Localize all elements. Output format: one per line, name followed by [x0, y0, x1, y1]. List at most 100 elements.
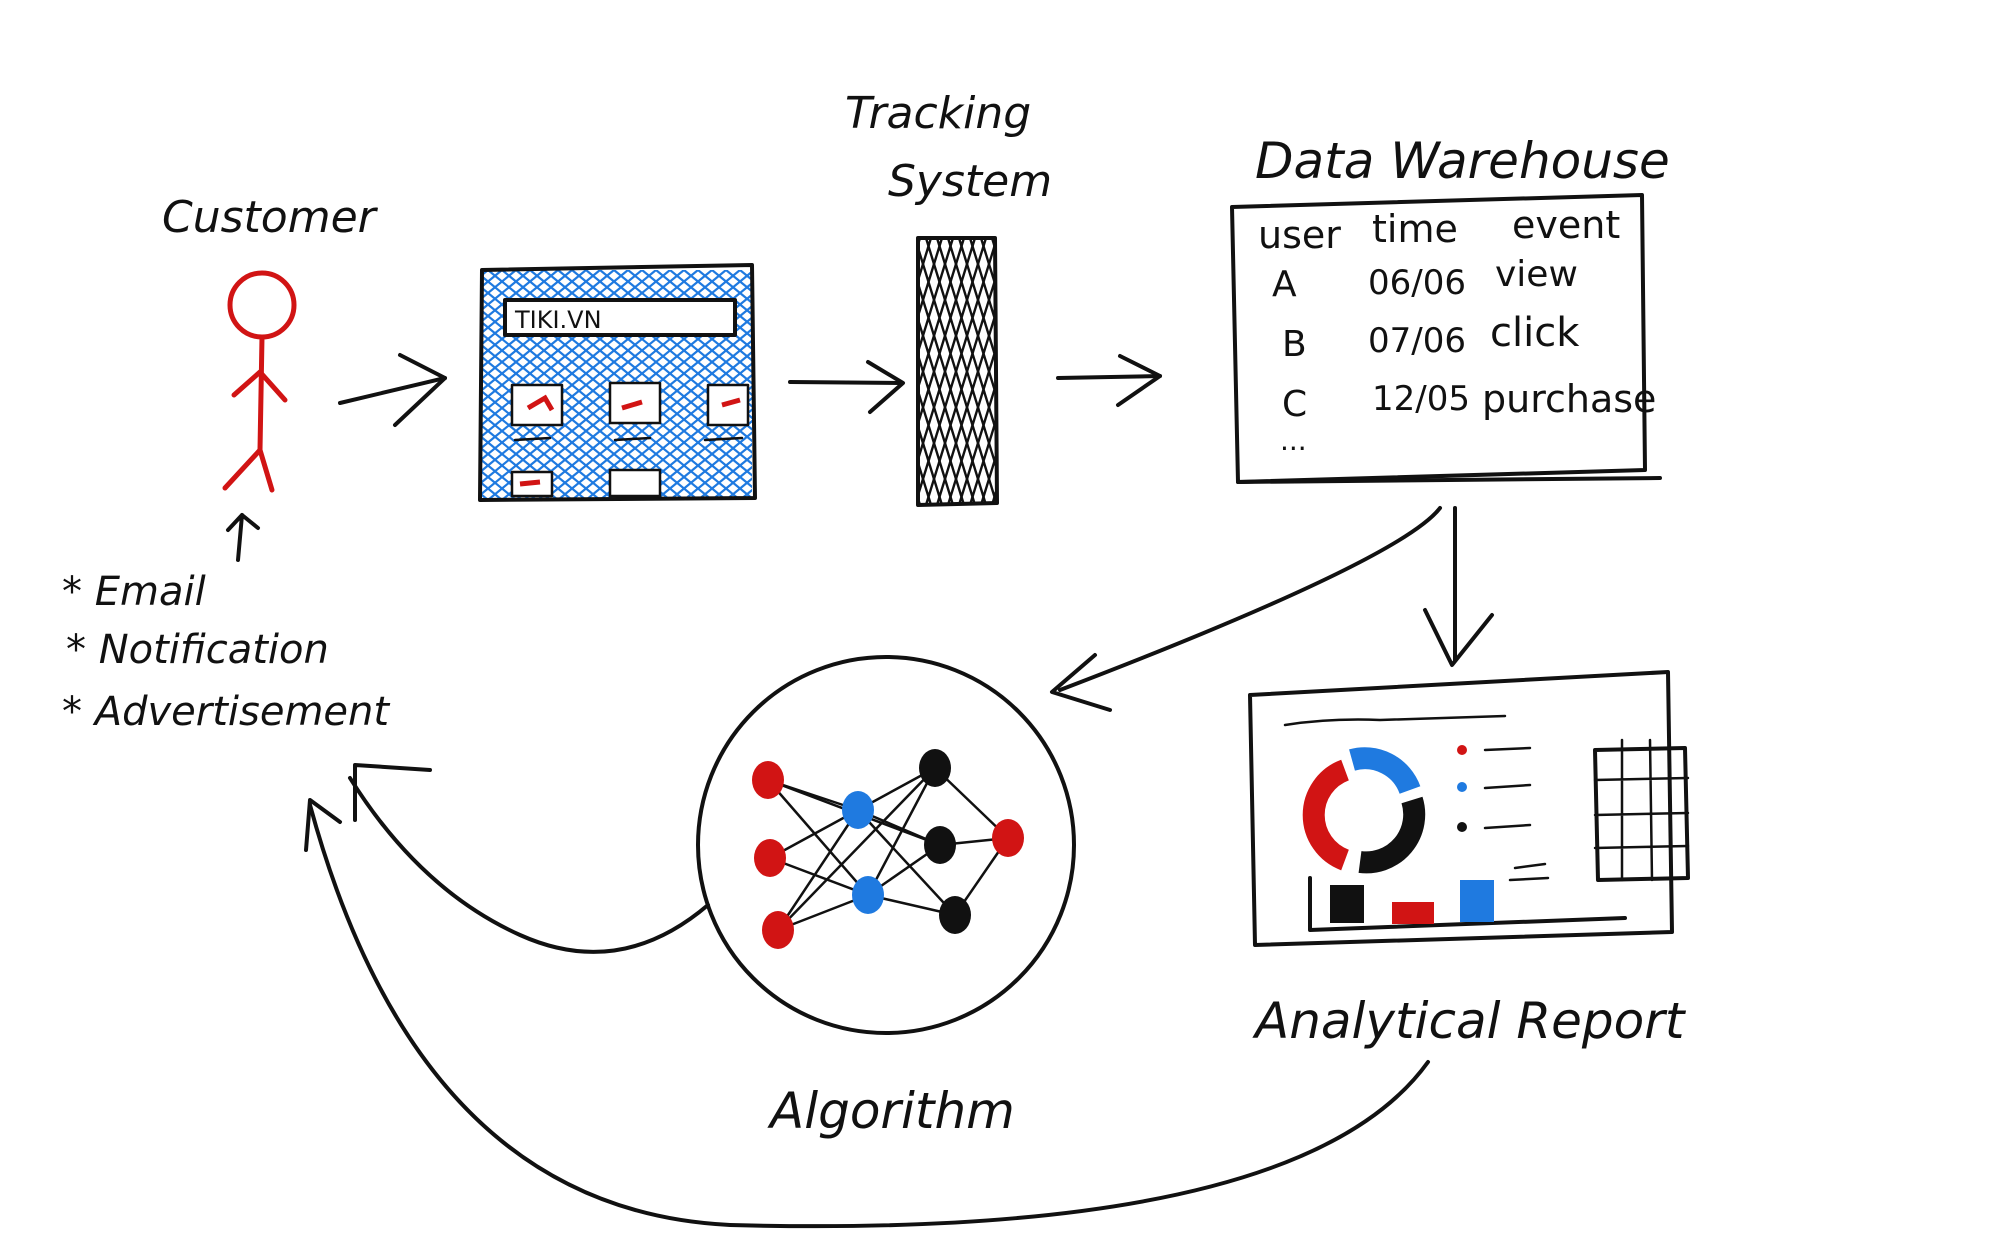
arrow-to-warehouse-icon	[1056, 354, 1162, 407]
table-header-event: event	[1512, 203, 1620, 247]
hatch-stroke	[805, 238, 887, 505]
report-label: Analytical Report	[1252, 992, 1687, 1050]
hatch-stroke	[1025, 238, 1107, 505]
nn-edge	[769, 808, 859, 860]
hatch-stroke	[656, 419, 752, 498]
warehouse-label: Data Warehouse	[1255, 132, 1670, 190]
hatch-stroke	[957, 238, 996, 363]
table-ellipsis: ...	[1280, 424, 1307, 457]
nn-node	[842, 791, 874, 829]
hatch-stroke	[968, 238, 996, 327]
hatch-stroke	[482, 413, 586, 498]
hatch-stroke	[1124, 238, 1206, 505]
hatch-stroke	[642, 408, 752, 498]
table-cell: view	[1495, 254, 1578, 295]
hatch-stroke	[827, 238, 909, 505]
hatch-stroke	[761, 238, 843, 505]
analytical-report-dashboard	[1248, 670, 1690, 947]
hatch-stroke	[614, 385, 752, 498]
hatch-stroke	[827, 238, 909, 505]
table-cell: C	[1282, 384, 1307, 425]
hatch-stroke	[918, 494, 921, 503]
nn-node	[752, 761, 784, 799]
channel-item: * Notification	[66, 627, 329, 673]
arrow-to-algorithm-icon	[1050, 506, 1442, 712]
hatch-stroke	[783, 238, 865, 505]
hatch-stroke	[530, 316, 752, 498]
hatch-stroke	[482, 436, 558, 498]
hatch-stroke	[698, 454, 752, 498]
hatch-stroke	[991, 487, 996, 503]
hatch-stroke	[1036, 238, 1118, 505]
table-cell: click	[1490, 310, 1580, 356]
hatch-stroke	[1003, 238, 1085, 505]
hatch-stroke	[1069, 238, 1151, 505]
algorithm-label: Algorithm	[767, 1082, 1015, 1140]
hatch-stroke	[482, 447, 544, 498]
tracking-label-line2: System	[888, 156, 1052, 207]
nn-edge	[769, 856, 869, 897]
table-cell: 07/06	[1368, 321, 1466, 361]
warehouse-table: user time event A 06/06 view B 07/06 cli…	[1230, 193, 1662, 484]
hatch-stroke	[738, 270, 752, 282]
hatch-stroke	[1146, 238, 1228, 505]
hatch-stroke	[1047, 238, 1129, 505]
arrow-to-website-icon	[338, 353, 447, 427]
nn-edge	[857, 809, 956, 916]
hatch-stroke	[1124, 238, 1206, 505]
table-cell: 06/06	[1368, 263, 1466, 303]
hatch-stroke	[1058, 238, 1140, 505]
hatch-stroke	[1190, 238, 1272, 505]
table-header-time: time	[1372, 207, 1458, 251]
hatch-stroke	[768, 270, 1048, 500]
nn-node	[852, 876, 884, 914]
hatch-stroke	[482, 459, 530, 498]
nn-edge	[767, 779, 869, 896]
hatch-stroke	[794, 238, 876, 505]
hatch-stroke	[761, 238, 843, 505]
hatch-stroke	[482, 470, 516, 498]
hatch-stroke	[740, 488, 752, 498]
hatch-stroke	[1102, 238, 1184, 505]
nn-edge	[777, 767, 936, 931]
hatch-stroke	[544, 327, 752, 498]
hatch-stroke	[696, 270, 752, 316]
hatch-stroke	[1025, 238, 1107, 505]
hatch-stroke	[1157, 238, 1239, 505]
hatch-stroke	[670, 431, 752, 498]
hatch-stroke	[482, 424, 572, 498]
nn-node	[924, 826, 956, 864]
nn-node	[754, 839, 786, 877]
hatch-stroke	[1157, 238, 1239, 505]
algorithm-neural-network-icon	[696, 655, 1076, 1035]
nn-node	[919, 749, 951, 787]
channel-arrow-icon	[226, 513, 260, 562]
hatch-stroke	[750, 238, 832, 505]
nn-node	[762, 911, 794, 949]
hatch-stroke	[1102, 238, 1184, 505]
nn-edge	[776, 809, 860, 931]
hatch-stroke	[772, 238, 854, 505]
website-url: TIKI.VN	[514, 306, 602, 334]
arrow-algorithm-to-channels-icon	[348, 763, 710, 954]
hatch-stroke	[794, 238, 876, 505]
hatch-stroke	[482, 270, 546, 323]
hatch-stroke	[194, 270, 474, 500]
nn-node	[939, 896, 971, 934]
hatch-stroke	[783, 238, 865, 505]
channel-item: * Email	[62, 569, 206, 615]
tracking-system-block	[750, 236, 1283, 507]
hatch-stroke	[947, 344, 996, 503]
hatch-stroke	[1201, 238, 1283, 505]
hatch-stroke	[482, 401, 600, 498]
channel-item: * Advertisement	[62, 689, 390, 735]
nn-node	[992, 819, 1024, 857]
table-cell: A	[1272, 264, 1297, 305]
hatch-stroke	[1201, 238, 1283, 505]
table-cell: purchase	[1482, 377, 1656, 421]
hatch-stroke	[628, 396, 752, 498]
table-header-user: user	[1258, 213, 1341, 257]
hatch-stroke	[1047, 238, 1129, 505]
hatch-stroke	[936, 308, 996, 503]
